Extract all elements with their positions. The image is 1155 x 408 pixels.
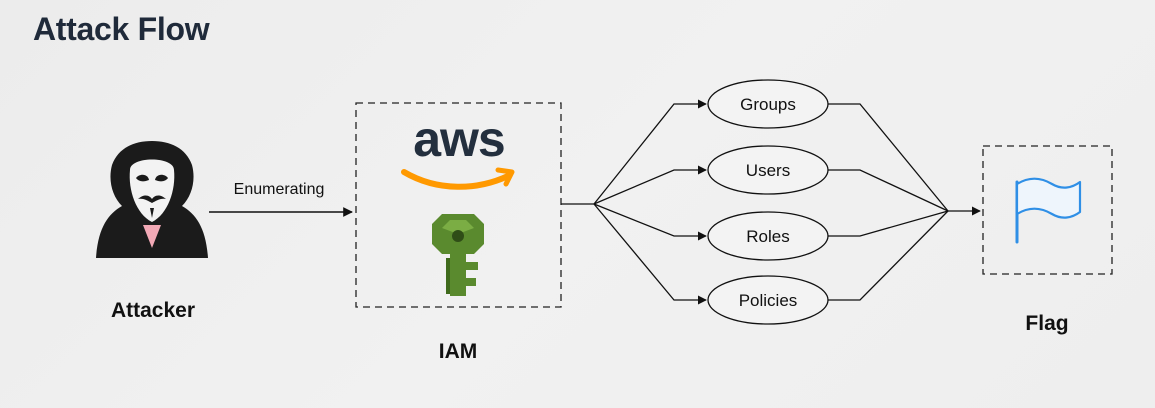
iam-box [355,102,562,308]
iam-label: IAM [439,340,478,363]
hooded-mask-icon [96,141,208,258]
resource-users: Users [707,145,829,195]
fan-out-lines [593,99,707,305]
flag-icon [1015,177,1082,244]
flag-label: Flag [1025,312,1068,335]
aws-logo-icon: aws [401,111,515,190]
enumerating-label: Enumerating [234,181,325,198]
fan-in-lines [828,103,981,301]
resource-groups: Groups [707,79,829,129]
flag-box [982,145,1113,275]
page-title: Attack Flow [33,11,210,47]
resource-policies: Policies [707,275,829,325]
resource-label: Roles [746,227,789,246]
iam-key-icon [432,214,484,296]
resource-roles: Roles [707,211,829,261]
resource-label: Policies [739,291,798,310]
attacker-label: Attacker [111,299,195,322]
aws-logo-text: aws [413,111,505,167]
resource-label: Users [746,161,790,180]
resource-label: Groups [740,95,796,114]
